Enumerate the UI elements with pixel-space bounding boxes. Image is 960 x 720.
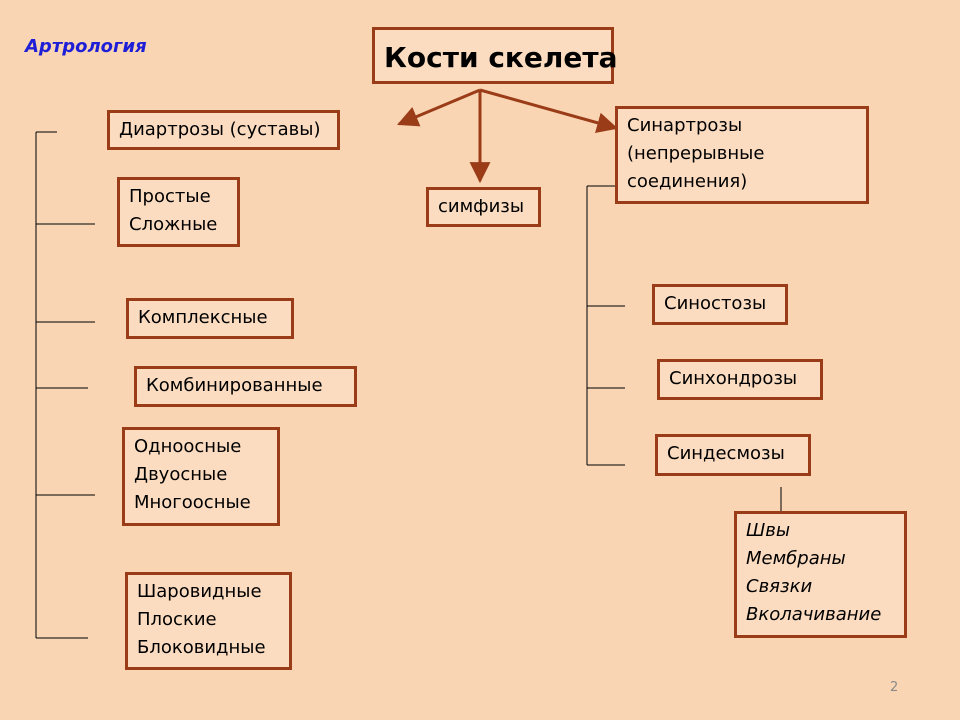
diarthroses-group-line: Комплексные bbox=[138, 307, 268, 328]
syndesmosis-kind-line: Вколачивание bbox=[746, 604, 882, 625]
symphyses-text: симфизы bbox=[438, 196, 525, 217]
synarthrosis-type-box: Синхондрозы bbox=[657, 359, 823, 400]
diarthroses-group-box: Одноосные Двуосные Многоосные bbox=[122, 427, 280, 526]
diarthroses-group-line: Плоские bbox=[137, 609, 217, 630]
diarthroses-group-line: Многоосные bbox=[134, 492, 251, 513]
diarthroses-group-line: Двуосные bbox=[134, 464, 228, 485]
arrow-to-synarthroses bbox=[479, 88, 619, 134]
synarthroses-bracket bbox=[586, 185, 782, 511]
synarthrosis-type-text: Синдесмозы bbox=[667, 443, 785, 464]
diarthroses-group-line: Сложные bbox=[129, 214, 218, 235]
diarthroses-header-box: Диартрозы (суставы) bbox=[107, 110, 340, 150]
title-box: Кости скелета bbox=[372, 27, 618, 84]
synarthroses-header-line: соединения) bbox=[627, 171, 748, 192]
diarthroses-group-line: Одноосные bbox=[134, 436, 242, 457]
title-arrows bbox=[397, 88, 619, 184]
syndesmosis-kind-line: Швы bbox=[746, 520, 791, 541]
arrow-to-diarthroses bbox=[397, 88, 481, 127]
synarthrosis-type-text: Синхондрозы bbox=[669, 368, 798, 389]
diarthroses-group-box: Шаровидные Плоские Блоковидные bbox=[125, 572, 292, 670]
title-text: Кости скелета bbox=[384, 41, 618, 74]
diarthroses-group-box: Комплексные bbox=[126, 298, 294, 339]
diarthroses-group-line: Блоковидные bbox=[137, 637, 266, 658]
diarthroses-group-box: Простые Сложные bbox=[117, 177, 240, 247]
synarthroses-header-line: Синартрозы bbox=[627, 115, 743, 136]
diarthroses-bracket bbox=[35, 131, 95, 639]
diarthroses-group-line: Шаровидные bbox=[137, 581, 262, 602]
page-number: 2 bbox=[890, 680, 899, 695]
synarthrosis-type-box: Синостозы bbox=[652, 284, 788, 325]
syndesmosis-kind-line: Связки bbox=[746, 576, 813, 597]
synarthroses-header-line: (непрерывные bbox=[627, 143, 765, 164]
synarthrosis-type-text: Синостозы bbox=[664, 293, 767, 314]
synarthrosis-type-box: Синдесмозы bbox=[655, 434, 811, 476]
diarthroses-group-line: Комбинированные bbox=[146, 375, 323, 396]
symphyses-box: симфизы bbox=[426, 187, 541, 227]
diarthroses-group-line: Простые bbox=[129, 186, 211, 207]
diarthroses-header-text: Диартрозы (суставы) bbox=[119, 119, 321, 140]
synarthroses-header-box: Синартрозы (непрерывные соединения) bbox=[615, 106, 869, 204]
syndesmosis-kind-line: Мембраны bbox=[746, 548, 846, 569]
diarthroses-group-box: Комбинированные bbox=[134, 366, 357, 407]
syndesmosis-kinds-box: Швы Мембраны Связки Вколачивание bbox=[734, 511, 907, 638]
section-label: Артрология bbox=[25, 36, 147, 57]
